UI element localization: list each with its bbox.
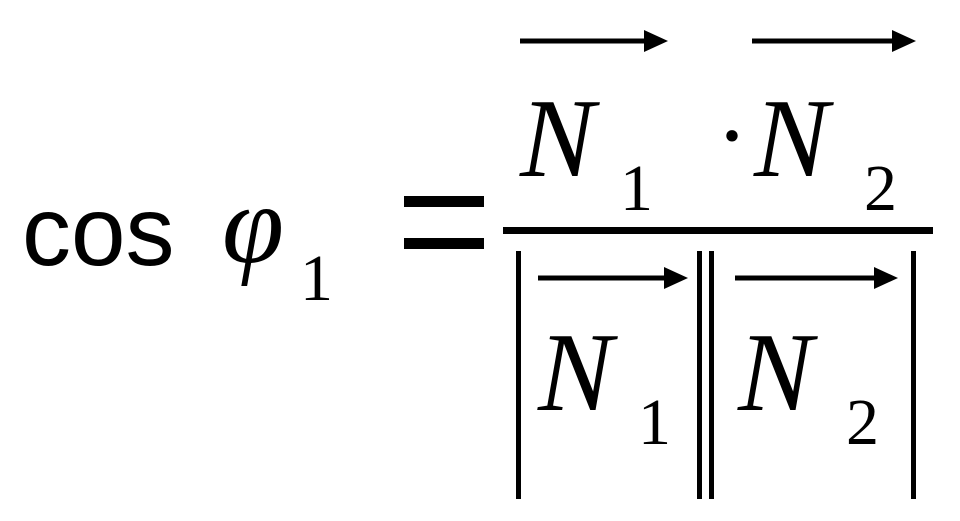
denominator-n1-letter: N bbox=[537, 311, 618, 435]
abs-bar-left-2 bbox=[709, 251, 714, 499]
abs-bar-right-2 bbox=[911, 251, 916, 499]
cos-function: cos bbox=[22, 176, 175, 286]
numerator-arrow-1-icon bbox=[520, 30, 668, 52]
numerator-n2-letter: N bbox=[753, 77, 834, 201]
equals-sign bbox=[404, 196, 484, 249]
denominator-n2-letter: N bbox=[737, 311, 818, 435]
dot-operator: · bbox=[716, 82, 748, 189]
abs-bar-right-1 bbox=[697, 251, 702, 499]
phi-symbol: φ bbox=[222, 163, 284, 287]
phi-subscript: 1 bbox=[300, 242, 333, 315]
fraction-bar bbox=[503, 227, 933, 234]
numerator-n1-subscript: 1 bbox=[620, 152, 653, 225]
abs-bar-left-1 bbox=[516, 251, 521, 499]
denominator-n2-subscript: 2 bbox=[846, 386, 879, 459]
numerator-arrow-2-icon bbox=[752, 30, 916, 52]
numerator-n1-letter: N bbox=[519, 77, 600, 201]
denominator-n1-subscript: 1 bbox=[638, 386, 671, 459]
denominator-arrow-2-icon bbox=[735, 267, 898, 289]
denominator-arrow-1-icon bbox=[538, 267, 688, 289]
numerator-n2-subscript: 2 bbox=[864, 152, 897, 225]
